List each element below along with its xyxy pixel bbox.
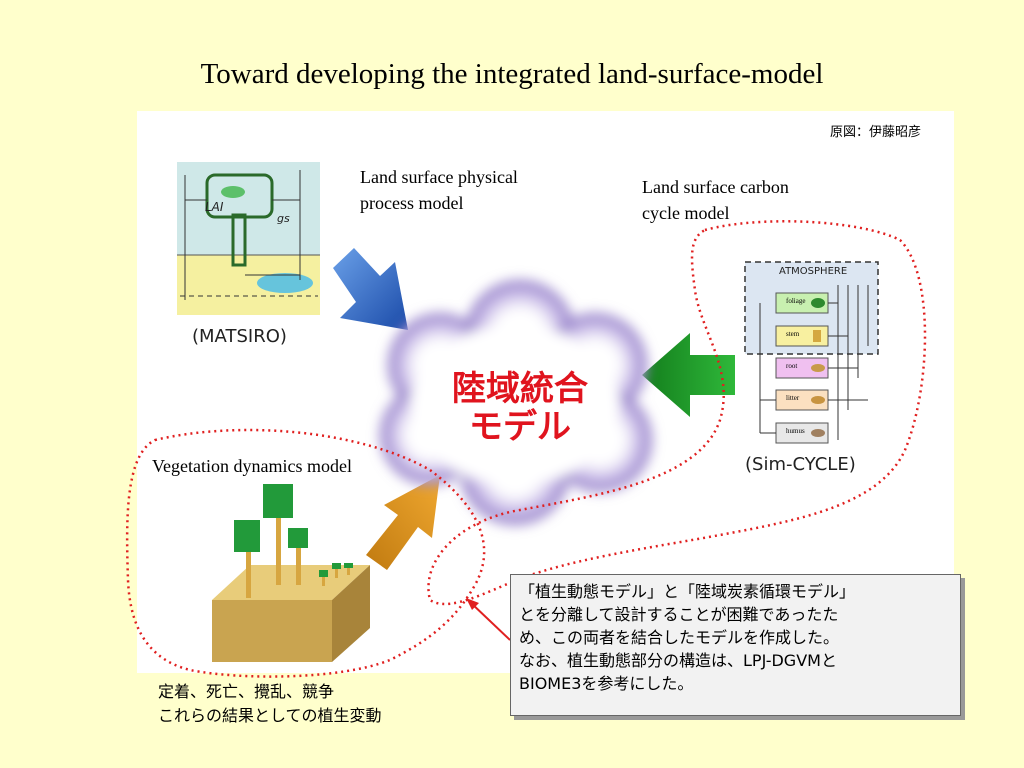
vegetation-description-line2: これらの結果としての植生変動 (158, 706, 382, 725)
pool-foliage: foliage (786, 297, 806, 305)
physical-label-line2: process model (360, 193, 464, 213)
simcycle-diagram (744, 261, 879, 444)
note-pointer-head (466, 598, 479, 610)
page-title: Toward developing the integrated land-su… (200, 58, 824, 90)
center-cloud (380, 280, 652, 525)
simcycle-caption: (Sim-CYCLE) (745, 454, 856, 475)
note-line2: とを分離して設計することが困難であったた (519, 605, 839, 624)
pool-humus: humus (786, 427, 805, 435)
matsiro-diagram (177, 162, 320, 315)
vegetation-description-line1: 定着、死亡、攪乱、競争 (158, 682, 335, 701)
note-line4: なお、植生動態部分の構造は、LPJ-DGVMと (519, 651, 837, 670)
carbon-label-line1: Land surface carbon (642, 177, 789, 197)
pool-root: root (786, 362, 798, 370)
orange-arrow (366, 475, 440, 570)
green-arrow (642, 333, 735, 417)
vegetation-description: 定着、死亡、攪乱、競争 これらの結果としての植生変動 (158, 680, 382, 728)
matsiro-caption: (MATSIRO) (192, 326, 287, 347)
vegetation-block (212, 484, 370, 662)
carbon-model-label: Land surface carbon cycle model (642, 174, 862, 226)
vegetation-model-label: Vegetation dynamics model (152, 456, 352, 476)
note-line5: BIOME3を参考にした。 (519, 674, 694, 693)
atmosphere-label: ATMOSPHERE (779, 266, 848, 277)
center-title: 陸域統合 モデル (440, 370, 600, 446)
lai-label: LAI (205, 200, 224, 214)
note-pointer (469, 601, 511, 641)
center-title-line1: 陸域統合 (452, 369, 588, 409)
note-line1: 「植生動態モデル」と「陸域炭素循環モデル」 (519, 582, 856, 601)
pool-litter: litter (786, 394, 800, 402)
physical-label-line1: Land surface physical (360, 167, 518, 187)
gs-label: gs (277, 212, 290, 225)
figure-credit: 原図：伊藤昭彦 (830, 125, 922, 140)
blue-arrow (333, 248, 408, 330)
carbon-label-line2: cycle model (642, 203, 730, 223)
carbon-enclosure (427, 220, 927, 606)
center-title-line2: モデル (469, 407, 571, 447)
pool-stem: stem (786, 330, 800, 338)
physical-model-label: Land surface physical process model (360, 164, 580, 216)
note-box: 「植生動態モデル」と「陸域炭素循環モデル」 とを分離して設計することが困難であっ… (510, 574, 961, 716)
note-line3: め、この両者を結合したモデルを作成した。 (519, 628, 840, 647)
